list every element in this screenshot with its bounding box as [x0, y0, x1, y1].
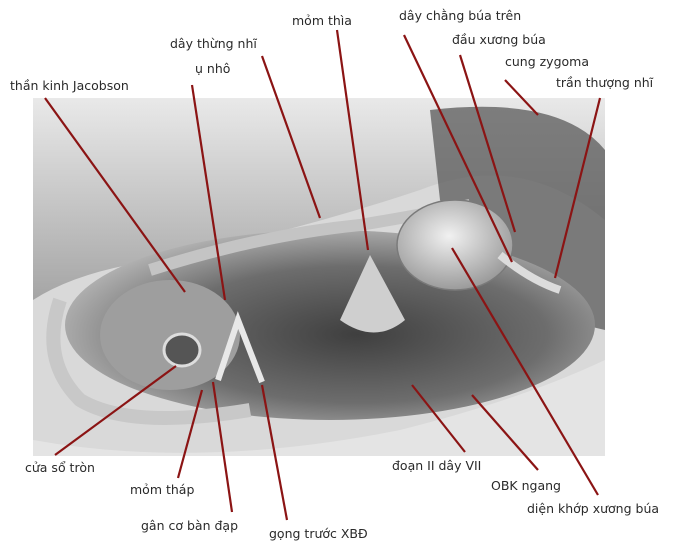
label-pyramidal: mỏm tháp	[130, 482, 194, 497]
label-stapedius: gân cơ bàn đạp	[141, 518, 238, 533]
label-chorda: dây thừng nhĩ	[170, 36, 257, 51]
label-round-window: cửa sổ tròn	[25, 460, 95, 475]
label-incudomalleal: diện khớp xương búa	[527, 501, 659, 516]
label-zygoma: cung zygoma	[505, 54, 589, 69]
malleus-head-shape	[397, 200, 513, 290]
label-lat-canal: OBK ngang	[491, 478, 561, 493]
label-jacobson: thần kinh Jacobson	[10, 78, 129, 93]
label-facial-ii: đoạn II dây VII	[392, 458, 481, 473]
illustration	[33, 98, 605, 456]
label-ant-crus: gọng trước XBĐ	[269, 526, 368, 541]
label-cochleariform: mỏm thìa	[292, 13, 352, 28]
label-promontory: ụ nhô	[195, 61, 230, 76]
round-window-shape	[164, 334, 200, 366]
label-sup-malleal-lig: dây chằng búa trên	[399, 8, 521, 23]
label-malleus-head: đầu xương búa	[452, 32, 546, 47]
label-attic-roof: trần thượng nhĩ	[556, 75, 654, 90]
